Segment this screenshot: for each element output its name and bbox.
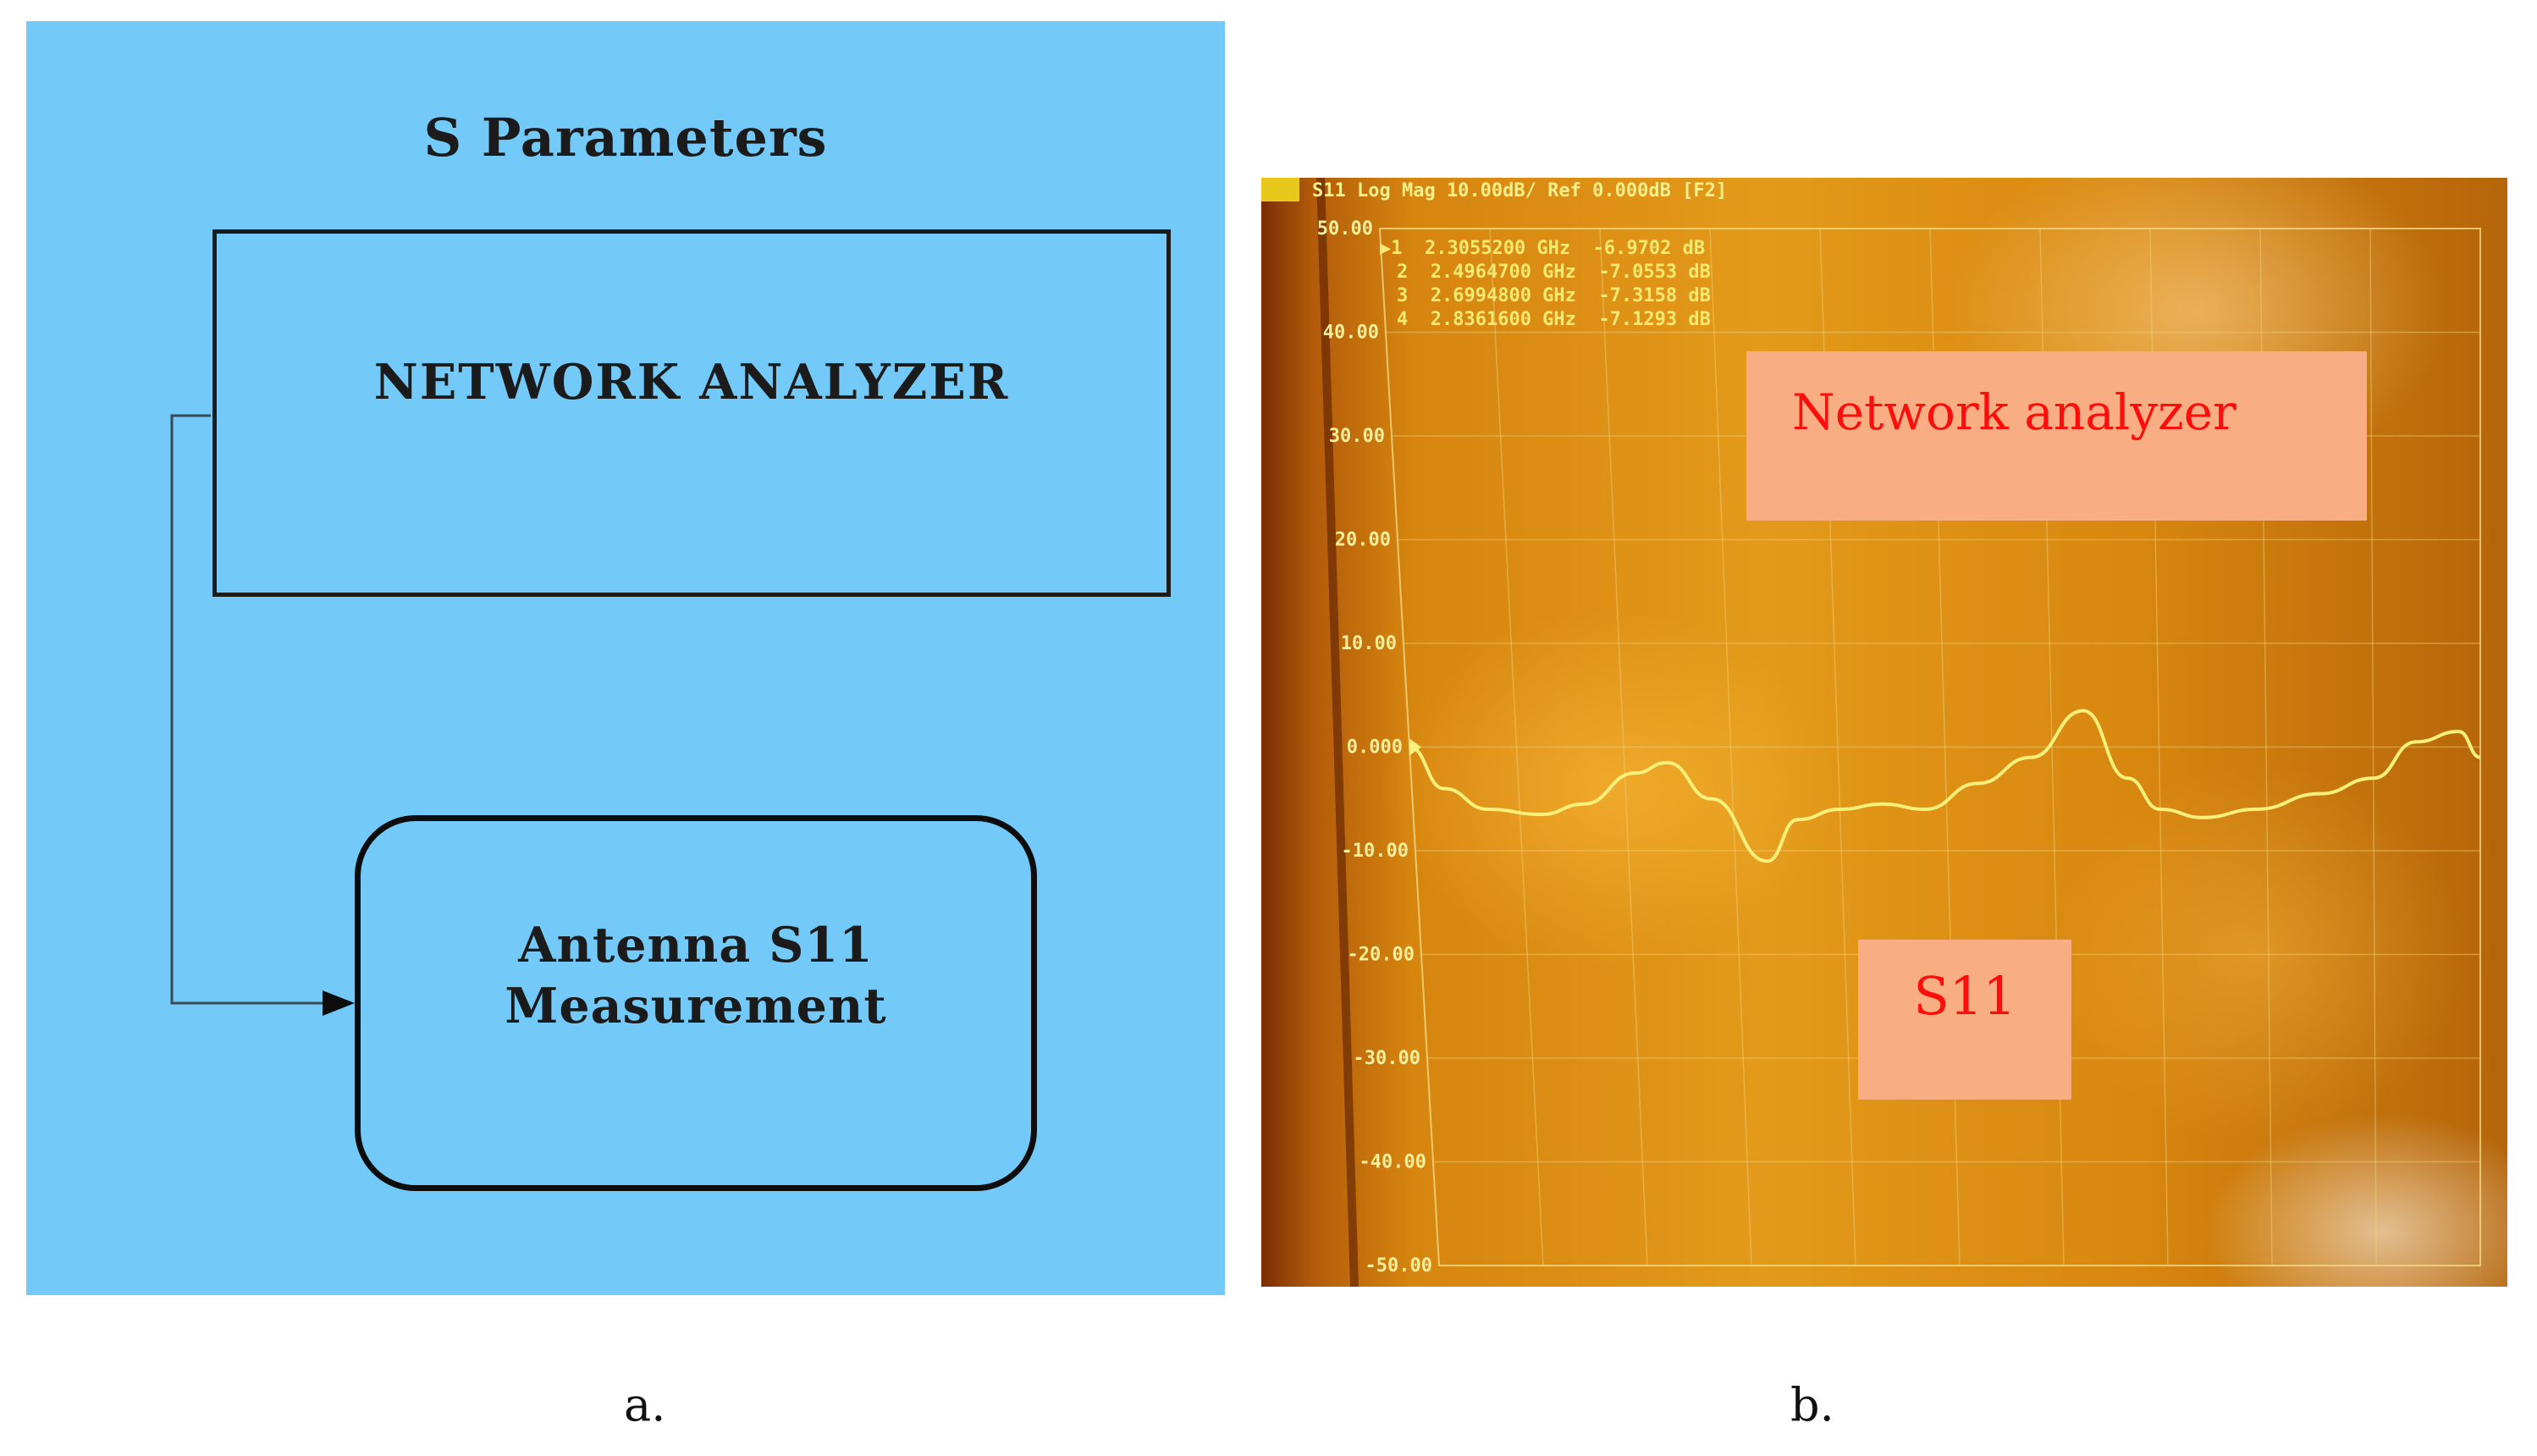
grid-line-v bbox=[1489, 228, 1544, 1266]
marker-readout-4: 4 2.8361600 GHz -7.1293 dB bbox=[1397, 309, 1711, 330]
marker-readout-3: 3 2.6994800 GHz -7.3158 dB bbox=[1397, 285, 1711, 306]
y-tick-label: 40.00 bbox=[1323, 323, 1379, 344]
y-tick-label: -10.00 bbox=[1342, 841, 1409, 862]
caption-a: a. bbox=[624, 1378, 666, 1431]
plot-frame bbox=[1378, 228, 2481, 1266]
grid-line-v bbox=[1599, 228, 1648, 1266]
marker-readout-2: 2 2.4964700 GHz -7.0553 dB bbox=[1397, 262, 1711, 283]
y-tick-label: 50.00 bbox=[1317, 218, 1373, 240]
analyzer-screen: S11 Log Mag 10.00dB/ Ref 0.000dB [F2] ▶1… bbox=[1261, 178, 2481, 1287]
grid-line-v bbox=[2369, 228, 2377, 1266]
reference-marker bbox=[1409, 738, 1421, 756]
panel-b-analyzer-photo: S11 Log Mag 10.00dB/ Ref 0.000dB [F2] ▶1… bbox=[1261, 178, 2507, 1287]
y-tick-label: -50.00 bbox=[1365, 1255, 1432, 1277]
antenna-label-line2: Measurement bbox=[505, 978, 887, 1034]
y-tick-label: 0.000 bbox=[1347, 737, 1403, 758]
grid-line-v bbox=[1709, 228, 1752, 1266]
s11-trace bbox=[1409, 709, 2481, 863]
header-indicator bbox=[1261, 178, 1299, 201]
y-tick-label: 30.00 bbox=[1329, 426, 1385, 447]
network-analyzer-box: NETWORK ANALYZER bbox=[212, 229, 1171, 597]
y-tick-label: -30.00 bbox=[1354, 1048, 1420, 1069]
marker-readouts: ▶1 2.3055200 GHz -6.9702 dB 2 2.4964700 … bbox=[1380, 238, 1711, 330]
antenna-measurement-box: Antenna S11 Measurement bbox=[355, 815, 1037, 1191]
s11-callout-text: S11 bbox=[1913, 965, 2016, 1027]
y-tick-label: -40.00 bbox=[1360, 1152, 1426, 1173]
network-analyzer-callout: Network analyzer bbox=[1746, 351, 2367, 521]
antenna-measurement-label: Antenna S11 Measurement bbox=[361, 915, 1031, 1037]
diagram-title: S Parameters bbox=[423, 107, 828, 168]
caption-b: b. bbox=[1790, 1378, 1834, 1431]
marker-readout-1: ▶1 2.3055200 GHz -6.9702 dB bbox=[1380, 238, 1705, 259]
s11-trace-layer bbox=[1409, 709, 2481, 863]
y-tick-labels: 50.00 40.00 30.00 20.00 10.00 0.000 -10.00 -20.… bbox=[1317, 218, 1432, 1277]
panel-a-block-diagram: S Parameters NETWORK ANALYZER Antenna S1… bbox=[26, 21, 1225, 1295]
s11-callout: S11 bbox=[1858, 940, 2071, 1100]
antenna-label-line1: Antenna S11 bbox=[518, 917, 874, 973]
y-tick-label: -20.00 bbox=[1348, 945, 1415, 966]
y-tick-label: 10.00 bbox=[1341, 633, 1397, 654]
network-analyzer-callout-text: Network analyzer bbox=[1792, 383, 2236, 441]
connector-arrow bbox=[170, 414, 355, 1016]
y-tick-label: 20.00 bbox=[1335, 530, 1391, 551]
screen-header: S11 Log Mag 10.00dB/ Ref 0.000dB [F2] bbox=[1312, 180, 1727, 201]
network-analyzer-label: NETWORK ANALYZER bbox=[373, 354, 1010, 411]
